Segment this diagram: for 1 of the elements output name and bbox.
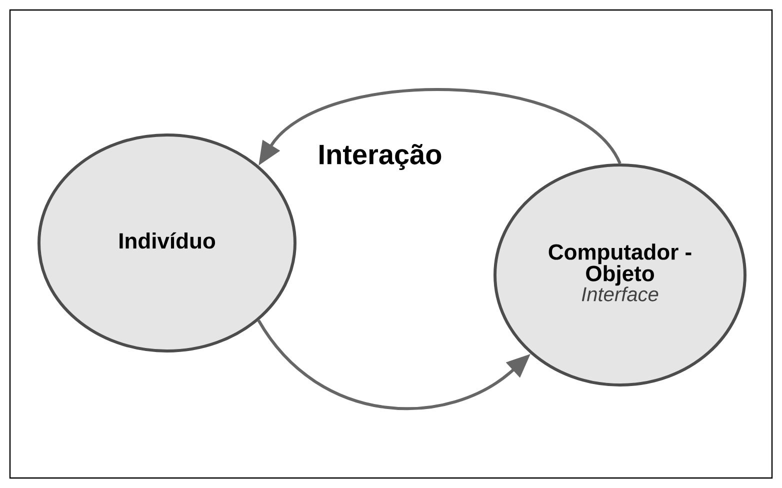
title: Interação — [320, 144, 442, 170]
